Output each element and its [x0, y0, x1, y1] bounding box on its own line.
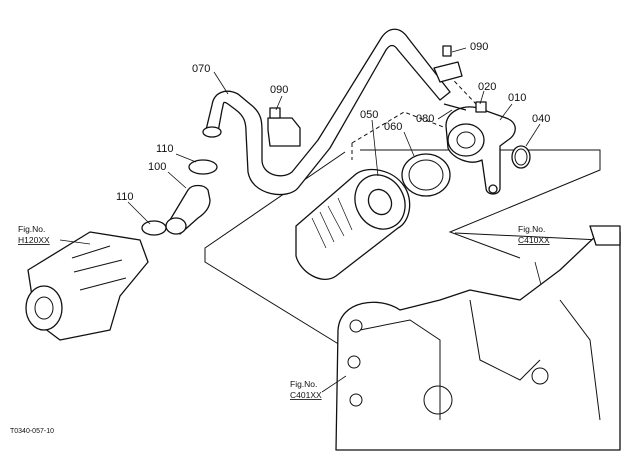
leader-020 — [479, 90, 485, 105]
filter-head-mount-hole — [488, 184, 498, 194]
housing-bolt-3 — [349, 393, 363, 407]
fig-ref-c410-code[interactable]: C410XX — [518, 235, 550, 245]
callout-110-upper: 110 — [156, 143, 174, 155]
leader-070 — [213, 71, 229, 95]
leader-040 — [525, 123, 541, 147]
filter-head-port-inner — [456, 131, 476, 149]
hose-070-body — [205, 28, 451, 196]
callout-090-clamp: 090 — [270, 84, 288, 96]
leader-080 — [437, 109, 453, 120]
callout-040: 040 — [532, 113, 550, 125]
fig-ref-c401-label: Fig.No. — [290, 379, 317, 389]
leader-090-top — [451, 47, 467, 53]
leader-lines — [59, 47, 541, 393]
clamp-090-bolt — [269, 107, 281, 119]
bolt-020 — [475, 101, 487, 113]
hydraulic-pump — [25, 231, 149, 341]
leader-060 — [403, 131, 415, 157]
pump-detail-lines — [71, 245, 127, 291]
fig-ref-h120-label: Fig.No. — [18, 224, 45, 234]
o-ring-040 — [511, 145, 531, 169]
transmission-housing — [335, 231, 621, 451]
clamp-090-bracket — [267, 117, 301, 147]
gasket-060-inner — [408, 159, 444, 191]
pump-front-flange — [25, 285, 63, 331]
callout-010: 010 — [508, 92, 526, 104]
fig-ref-c410-label: Fig.No. — [518, 224, 545, 234]
c410-boundary-line — [454, 232, 601, 241]
clamp-090-top-bracket — [433, 61, 463, 83]
upper-case-edge — [589, 225, 621, 246]
oil-filter-050 — [295, 168, 411, 280]
gasket-060 — [401, 153, 451, 197]
hose-070 — [202, 28, 451, 196]
clamp-090-top — [433, 45, 463, 83]
housing-port — [531, 367, 549, 385]
hose-070-end — [202, 126, 222, 138]
leader-110-lower — [127, 201, 151, 225]
callout-110-lower: 110 — [116, 191, 134, 203]
callout-020: 020 — [478, 81, 496, 93]
callout-labels: 070 090 090 020 010 050 060 080 040 110 … — [116, 41, 550, 203]
leader-h120 — [59, 239, 91, 245]
leader-110-upper — [175, 153, 197, 163]
drawing-number: T0340-057-10 — [10, 428, 54, 435]
hose-100-end — [165, 217, 187, 235]
fitting-080-body — [443, 103, 467, 111]
left-boundary-line — [204, 151, 346, 349]
fitting-080 — [443, 103, 467, 111]
callout-090-top: 090 — [470, 41, 488, 53]
callout-080: 080 — [416, 113, 434, 125]
oil-filter-center — [367, 188, 393, 216]
clamp-090 — [267, 107, 301, 147]
callout-060: 060 — [384, 121, 402, 133]
leader-050 — [371, 119, 379, 177]
transmission-case — [335, 225, 621, 451]
hose-100 — [165, 184, 211, 235]
transmission-ribs — [359, 299, 601, 421]
fig-ref-h120-code[interactable]: H120XX — [18, 235, 50, 245]
o-ring-040-inner — [514, 148, 528, 166]
clamp-090-top-bolt — [442, 45, 452, 57]
callout-050: 050 — [360, 109, 378, 121]
leader-c401 — [321, 375, 347, 393]
housing-boss — [423, 385, 453, 415]
pump-shaft — [34, 296, 54, 320]
hose-clamps-110 — [141, 159, 218, 236]
leader-090-clamp — [275, 95, 283, 111]
oil-filter-ribs — [311, 197, 353, 249]
leader-010 — [499, 103, 513, 121]
filter-head-port — [447, 123, 485, 157]
figure-references: Fig.No. H120XX Fig.No. C410XX Fig.No. C4… — [18, 224, 550, 400]
callout-100: 100 — [148, 161, 166, 173]
callout-070: 070 — [192, 63, 210, 75]
fig-ref-c401-code[interactable]: C401XX — [290, 390, 322, 400]
housing-bolt-1 — [349, 319, 363, 333]
clamp-110-lower — [141, 220, 167, 236]
filter-head-010 — [445, 101, 516, 195]
leader-100 — [167, 171, 187, 189]
clamp-110-upper — [188, 159, 218, 175]
housing-bolt-2 — [347, 355, 361, 369]
